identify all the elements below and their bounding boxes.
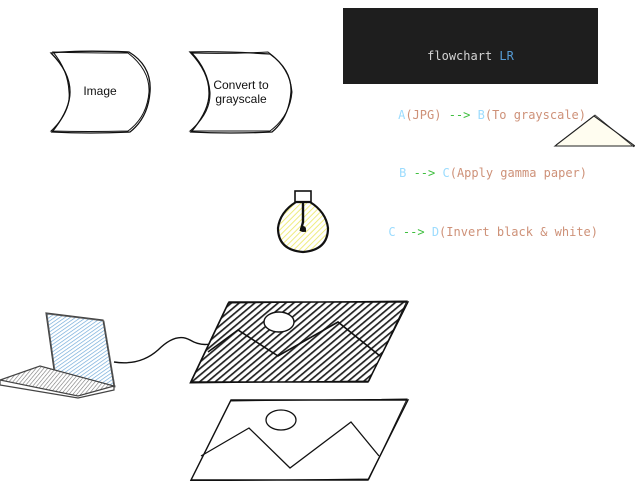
code-id: A <box>398 107 406 122</box>
triangle-shape[interactable] <box>553 114 635 148</box>
code-direction: LR <box>499 49 514 63</box>
image-node-shape[interactable] <box>49 50 151 134</box>
code-line-4: C --> D(Invert black & white) <box>343 223 598 243</box>
photo-frame-outline-icon[interactable] <box>189 398 410 481</box>
code-keyword: flowchart <box>427 49 493 63</box>
code-label: (Invert black & white) <box>439 224 598 239</box>
connector-cable[interactable] <box>113 336 211 364</box>
code-label: (To grayscale) <box>484 107 586 122</box>
code-id: D <box>431 224 440 239</box>
code-arrow: --> <box>402 224 425 239</box>
code-arrow: --> <box>448 107 471 122</box>
code-id: C <box>388 224 396 239</box>
convert-node-shape[interactable] <box>188 51 293 134</box>
code-arrow: --> <box>413 166 436 180</box>
code-line-1: flowchart LR <box>343 47 598 67</box>
convert-node-label: Convert to grayscale <box>213 78 269 106</box>
code-line-3: B --> C(Apply gamma paper) <box>343 164 598 184</box>
code-line-2: A(JPG) --> B(To grayscale) <box>343 106 598 126</box>
mermaid-code-block[interactable]: flowchart LR A(JPG) --> B(To grayscale) … <box>343 8 598 239</box>
image-node-label: Image <box>83 84 117 98</box>
laptop-icon[interactable] <box>0 312 117 399</box>
code-id: B <box>399 166 407 180</box>
code-label: (Apply gamma paper) <box>449 166 587 180</box>
code-id: B <box>477 107 485 122</box>
code-id: C <box>442 166 450 180</box>
photo-frame-dark-icon[interactable] <box>189 300 410 384</box>
lightbulb-icon[interactable] <box>276 190 330 254</box>
code-label: (JPG) <box>405 107 442 122</box>
